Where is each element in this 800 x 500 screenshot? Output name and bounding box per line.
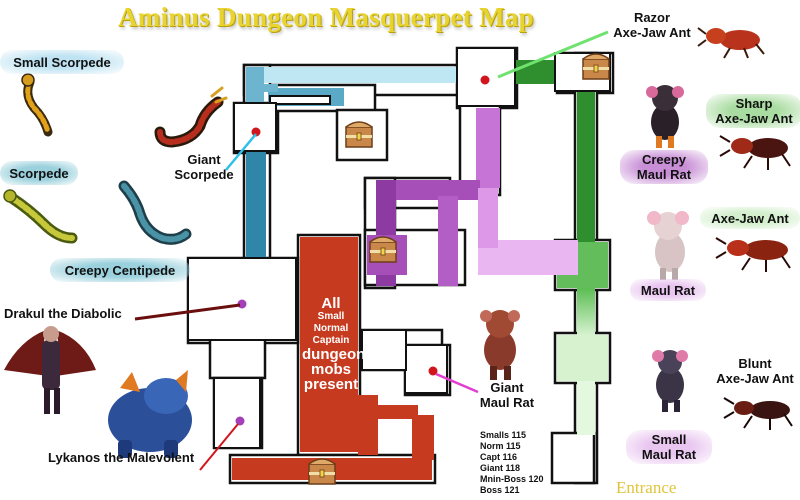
label-text: Maul Rat [641,447,697,462]
label-text: Giant [187,152,221,167]
label-text: Small Scorpede [13,54,111,70]
boss-marker-giant-scorpede[interactable] [250,126,262,138]
blunt-ant-creature-icon [723,397,793,430]
label-drakul: Drakul the Diabolic [4,306,122,321]
label-text: Scorpede [174,167,234,182]
zone-purple-upper [476,108,500,188]
label-razor-axe-jaw-ant: Razor Axe-Jaw Ant [606,10,698,40]
scorpede-creature-icon [3,189,78,244]
label-lykanos: Lykanos the Malevolent [48,450,195,465]
small-maul-rat-creature-icon [652,350,688,412]
boss-marker-razor[interactable] [479,74,491,86]
label-maul-rat: Maul Rat [630,279,706,301]
zone-top-corridor [262,67,460,83]
label-small-scorpede: Small Scorpede [0,50,124,74]
zone-red-central [300,237,358,452]
drakul-creature-icon [4,326,96,414]
zone-green-light-room [557,335,608,381]
creepy-maul-rat-creature-icon [646,85,684,148]
center-note-line: mobs [310,361,351,378]
zone-lightpurple-vertical [478,188,498,248]
zone-purple-right [438,196,458,286]
pointer-line-lykanos [199,423,239,471]
label-text: Scorpede [9,165,69,181]
zone-blue-left-mid [246,150,266,258]
label-scorpede: Scorpede [0,161,78,185]
giant-scorpede-creature-icon [154,86,228,148]
stat-line: Norm 115 [480,441,521,451]
label-text: Sharp [735,96,773,111]
treasure-chest-icon[interactable] [308,458,336,485]
lykanos-creature-icon [108,370,192,458]
pointer-line-giant-maul-rat [435,372,479,394]
label-text: Maul Rat [640,282,696,298]
label-text: Maul Rat [479,395,535,410]
pointer-line-giant-scorpede [225,133,257,171]
pointer-line-razor [497,30,609,79]
label-sharp-axe-jaw-ant: Sharp Axe-Jaw Ant [706,94,800,128]
center-note-line: Captain [312,335,350,346]
label-text: Razor [633,10,671,25]
zone-red-right-down [412,415,434,460]
label-text: Creepy [641,152,687,167]
maul-rat-creature-icon [647,211,689,280]
treasure-chest-icon[interactable] [369,236,397,263]
zone-green-light-corridor [577,381,595,435]
zone-green-vertical [577,84,595,244]
pointer-line-drakul [134,303,241,321]
center-note-line: Small [317,311,345,322]
axe-jaw-ant-creature-icon [715,237,791,272]
stat-line: Giant 118 [480,463,521,473]
label-text: Axe-Jaw Ant [715,111,793,126]
label-text: Creepy Centipede [64,262,176,278]
treasure-chest-icon[interactable] [582,53,610,80]
zone-blue-left-upper [246,67,264,107]
zone-green-fade [577,288,595,336]
zone-red-connector [358,405,418,419]
boss-marker-giant-maul-rat[interactable] [427,365,439,377]
creepy-centipede-creature-icon [118,180,192,245]
label-creepy-centipede: Creepy Centipede [50,258,190,282]
center-note-line: dungeon [302,346,366,363]
zone-blue-bend [262,84,278,92]
stat-line: Capt 116 [480,452,518,462]
stat-line: Boss 121 [480,485,520,495]
label-text: Axe-Jaw Ant [613,25,691,40]
zone-red-bottom-left [358,395,378,455]
stat-line: Mnin-Boss 120 [480,474,544,484]
sharp-ant-creature-icon [719,135,791,170]
inner-walls [187,47,611,449]
level-stats: Smalls 115 Norm 115 Capt 116 Giant 118 M… [480,430,544,496]
entrance-label: Entrance [616,478,677,497]
stat-line: Smalls 115 [480,430,527,440]
boss-marker-lykanos[interactable] [235,416,245,426]
center-mob-note: All Small Normal Captain dungeon mobs pr… [302,295,366,393]
label-axe-jaw-ant: Axe-Jaw Ant [700,207,800,229]
label-blunt-axe-jaw-ant: Blunt Axe-Jaw Ant [708,356,800,386]
label-creepy-maul-rat: Creepy Maul Rat [620,150,708,184]
label-text: Maul Rat [636,167,692,182]
label-text: Blunt [738,356,772,371]
label-giant-scorpede: Giant Scorpede [166,152,242,182]
label-text: Giant [490,380,524,395]
label-giant-maul-rat: Giant Maul Rat [472,380,542,410]
label-text: Axe-Jaw Ant [716,371,794,386]
label-text: Axe-Jaw Ant [711,210,789,226]
center-note-line: present [303,376,359,393]
treasure-chest-icon[interactable] [345,121,373,148]
label-text: Small [651,432,687,447]
small-scorpede-creature-icon [21,73,53,137]
center-note-line: All [321,295,341,312]
center-note-line: Normal [313,323,349,334]
map-title: Aminus Dungeon Masquerpet Map [118,2,534,32]
razor-ant-creature-icon [697,27,765,59]
giant-maul-rat-creature-icon [480,310,520,380]
label-small-maul-rat: Small Maul Rat [626,430,712,464]
zone-purple-cross [380,180,480,200]
